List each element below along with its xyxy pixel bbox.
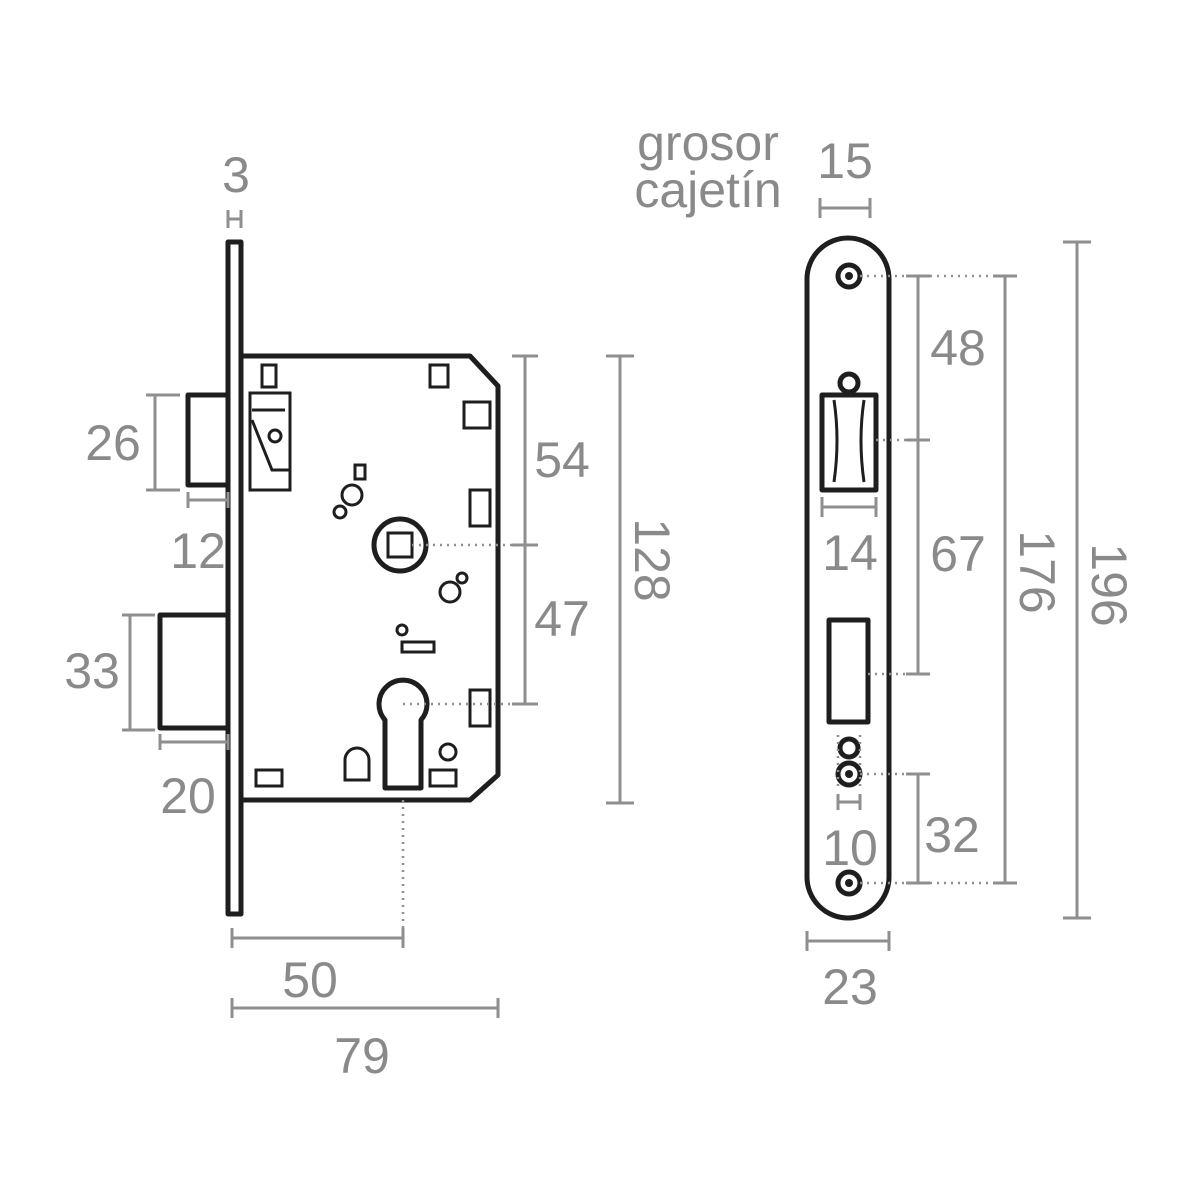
case-screw-bottom-left — [254, 768, 284, 788]
plate-height-label: 196 — [1081, 543, 1137, 626]
label-cajetin: cajetín — [634, 162, 781, 218]
latch-height-label: 26 — [85, 415, 141, 471]
dim-hole-width: 10 — [822, 794, 878, 876]
latch-opening — [819, 392, 879, 493]
dim-body-depth: 79 — [230, 998, 500, 1084]
dim-bolt-height: 33 — [64, 613, 155, 732]
body-depth-label: 79 — [334, 1028, 390, 1084]
deadbolt — [157, 612, 231, 731]
latch — [185, 392, 231, 488]
dim-plate-height: 196 — [1063, 240, 1137, 920]
cylinder-hole-upper — [837, 736, 861, 760]
dim-latch-opening-width: 14 — [820, 497, 878, 581]
key-lever-upper — [353, 463, 367, 481]
reference-lines-left — [401, 543, 522, 935]
bolt-lever — [343, 746, 371, 782]
bolt-opening — [826, 617, 871, 725]
bolt-projection-label: 20 — [160, 768, 216, 824]
case-screw-top-left — [260, 363, 278, 389]
dim-latch-height: 26 — [85, 393, 180, 492]
case-tab-mid — [468, 488, 492, 528]
case-screw-top-right — [428, 363, 450, 389]
latch-projection-label: 12 — [170, 523, 226, 579]
backset-label: 50 — [282, 952, 338, 1008]
dim-plate-width: 23 — [805, 931, 891, 1015]
bottom-spacing-label: 32 — [924, 807, 980, 863]
follower-square — [386, 531, 414, 559]
pivot-lower — [438, 580, 462, 604]
latch-opening-width-label: 14 — [822, 525, 878, 581]
faceplate — [804, 235, 892, 921]
dim-hole-spacing: 176 — [993, 274, 1065, 885]
spring-bar — [400, 640, 436, 654]
pivot-upper — [340, 483, 364, 507]
lower-spacing-label: 47 — [534, 591, 590, 647]
dim-bottom-spacing: 32 — [906, 772, 980, 885]
bolt-height-label: 33 — [64, 643, 120, 699]
screw-hole-bottom-center — [845, 879, 853, 887]
dim-case-thickness — [818, 198, 872, 218]
screw-hole-top-center — [845, 272, 853, 280]
bolt-pivot — [438, 742, 458, 762]
faceplate-text-block: grosor cajetín 15 — [634, 115, 872, 218]
cylinder-hole-lower-center — [845, 770, 853, 778]
dim-backset: 50 — [230, 928, 405, 1008]
label-grosor: grosor — [637, 115, 779, 171]
front-thickness-label: 3 — [222, 147, 250, 203]
dim-bolt-projection: 20 — [158, 734, 230, 824]
case-screw-bottom-right — [428, 768, 458, 788]
dim-latch-projection: 12 — [170, 492, 230, 579]
case-tab-top — [462, 400, 492, 430]
plate-width-label: 23 — [822, 959, 878, 1015]
pin-small — [395, 623, 409, 637]
case-thickness-label: 15 — [817, 133, 873, 189]
reference-lines-right — [836, 274, 1012, 885]
body-height-label: 128 — [624, 518, 680, 601]
top-spacing-label: 48 — [930, 320, 986, 376]
latch-spring — [267, 428, 283, 444]
mortise-lock-body — [157, 239, 501, 917]
upper-spacing-label: 54 — [534, 432, 590, 488]
pivot-upper-small — [332, 504, 348, 520]
cylinder-hole — [376, 677, 430, 791]
small-hole-upper — [837, 371, 861, 395]
case-tab-low — [468, 688, 492, 728]
dim-front-thickness: 3 — [222, 147, 250, 228]
pivot-lower-small — [455, 571, 469, 585]
mid-spacing-label: 67 — [930, 526, 986, 582]
dim-spacing-vertical: 54 47 — [512, 354, 590, 706]
hole-spacing-label: 176 — [1009, 530, 1065, 613]
lock-case — [238, 353, 501, 803]
dim-body-height: 128 — [606, 354, 680, 805]
hole-width-label: 10 — [822, 820, 878, 876]
dim-spacing-chain: 48 67 — [906, 274, 986, 676]
